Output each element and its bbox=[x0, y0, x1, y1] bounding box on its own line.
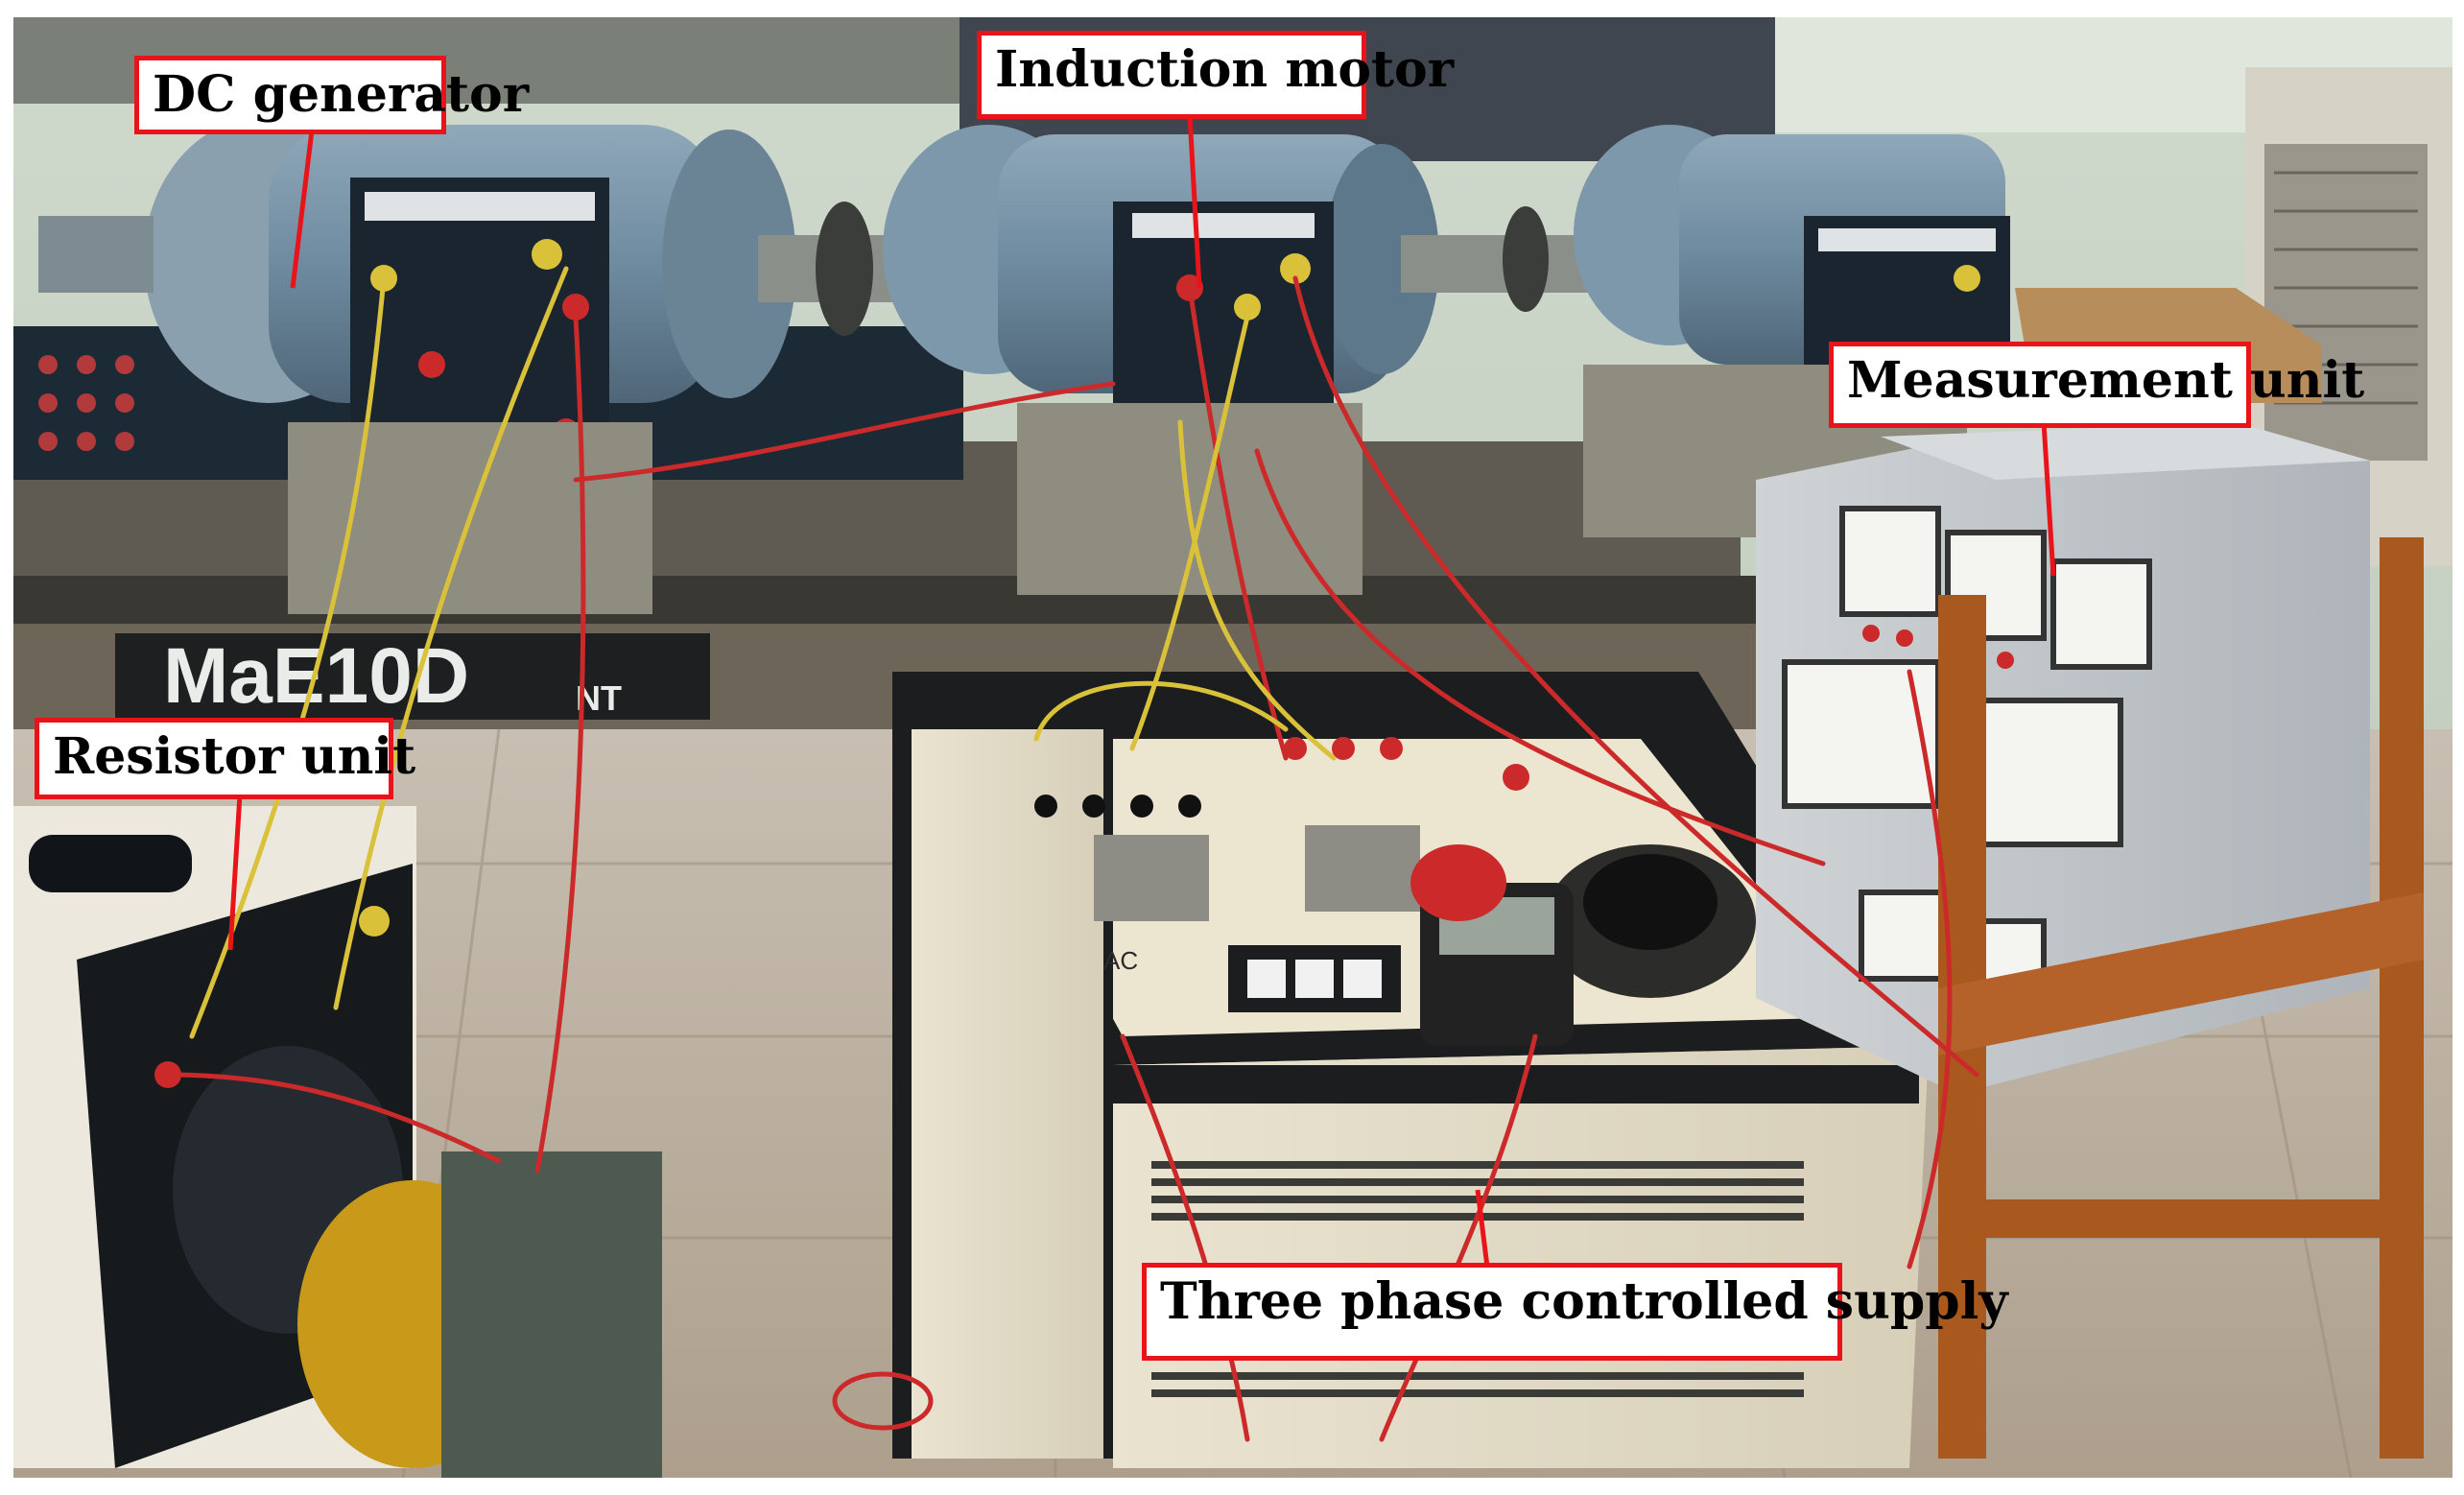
label-induction-motor: Induction motor bbox=[977, 31, 1454, 119]
label-resistor-unit: Resistor unit bbox=[35, 718, 415, 799]
supply-panel-text: AC bbox=[1103, 946, 1138, 975]
label-dc-generator: DC generator bbox=[134, 56, 529, 134]
label-three-phase-supply: Three phase controlled supply bbox=[1142, 1263, 2008, 1361]
label-measurement-unit: Measurement unit bbox=[1829, 342, 2364, 428]
